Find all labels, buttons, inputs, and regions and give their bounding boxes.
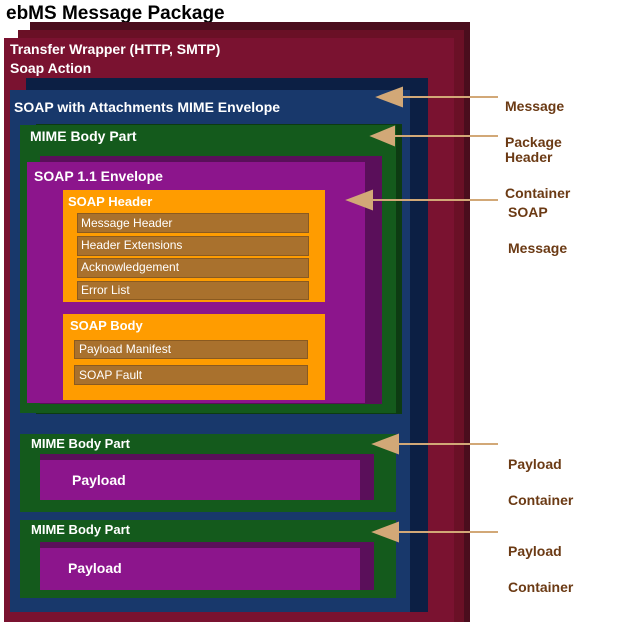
- header-extensions-label: Header Extensions: [81, 238, 183, 252]
- header-container-callout: Header Container: [505, 130, 570, 202]
- header-extensions-box: [77, 236, 309, 256]
- payload-mime-body-part-label: MIME Body Part: [31, 522, 130, 537]
- payload-mime-body-part-label: MIME Body Part: [31, 436, 130, 451]
- error-list-box: [77, 281, 309, 300]
- soap-fault-box: [74, 365, 308, 385]
- soap-fault-label: SOAP Fault: [79, 368, 143, 382]
- header-mime-body-part-label: MIME Body Part: [30, 128, 137, 144]
- message-header-label: Message Header: [81, 216, 173, 230]
- payload-manifest-box: [74, 340, 308, 359]
- payload-container-arrowhead: [371, 521, 399, 543]
- callout-line: SOAP: [508, 204, 548, 220]
- callout-line: Container: [508, 492, 574, 508]
- acknowledgement-box: [77, 258, 309, 278]
- message-package-arrowhead: [375, 86, 403, 108]
- diagram-title: ebMS Message Package: [6, 3, 225, 24]
- message-header-box: [77, 213, 309, 233]
- payload-manifest-label: Payload Manifest: [79, 342, 172, 356]
- error-list-label: Error List: [81, 283, 130, 297]
- soap-message-arrowhead: [345, 189, 373, 211]
- payload-label: Payload: [68, 560, 122, 576]
- soap-header-label: SOAP Header: [68, 194, 153, 209]
- payload-container-callout: Payload Container: [508, 437, 573, 509]
- payload-container-arrowhead: [371, 433, 399, 455]
- soap-envelope-label: SOAP 1.1 Envelope: [34, 168, 163, 184]
- header-container-arrowhead: [369, 125, 395, 147]
- callout-line: Payload: [508, 456, 562, 472]
- payload-box: [40, 460, 360, 500]
- acknowledgement-label: Acknowledgement: [81, 260, 180, 274]
- soap-action-label: Soap Action: [10, 60, 92, 76]
- payload-container-callout: Payload Container: [508, 524, 573, 596]
- soap-body-label: SOAP Body: [70, 318, 143, 333]
- callout-line: Package: [505, 134, 562, 150]
- transfer-wrapper-label: Transfer Wrapper (HTTP, SMTP): [10, 41, 221, 57]
- payload-box: [40, 548, 360, 590]
- callout-line: Payload: [508, 543, 562, 559]
- mime-envelope-label: SOAP with Attachments MIME Envelope: [14, 99, 281, 115]
- callout-line: Container: [505, 185, 571, 201]
- message-package-callout: Message Package: [505, 79, 564, 151]
- payload-label: Payload: [72, 472, 126, 488]
- soap-message-callout: SOAP Message: [508, 185, 567, 257]
- callout-line: Message: [508, 240, 568, 256]
- callout-line: Container: [508, 579, 574, 595]
- callout-line: Message: [505, 98, 565, 114]
- callout-line: Header: [505, 149, 553, 165]
